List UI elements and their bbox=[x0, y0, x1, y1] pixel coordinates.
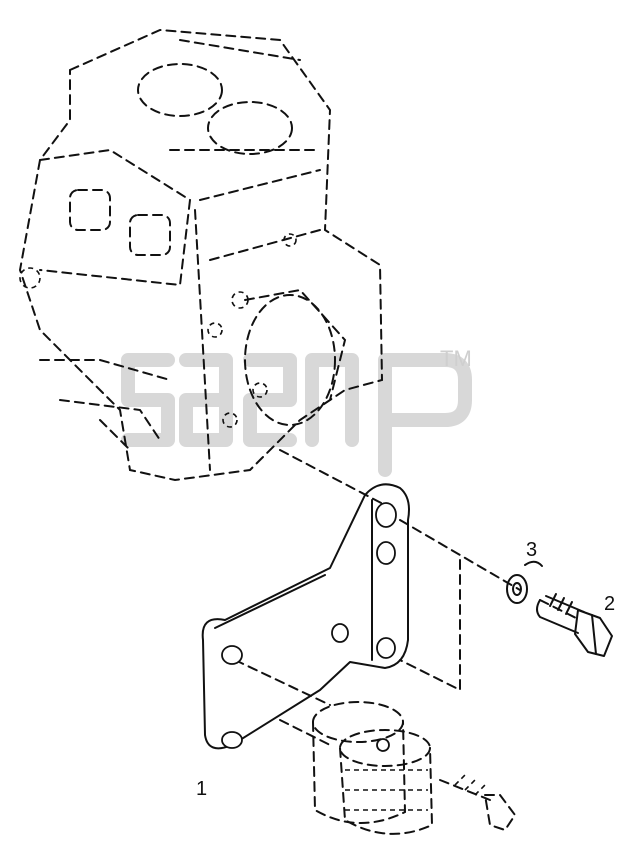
bracket-hole bbox=[375, 502, 397, 528]
mount-bolt bbox=[439, 774, 517, 832]
bracket-hole bbox=[221, 731, 243, 749]
callout-3-underline bbox=[524, 560, 543, 567]
engine-block bbox=[18, 28, 384, 482]
bracket-hole bbox=[376, 637, 396, 659]
bolt-part-2 bbox=[536, 593, 613, 657]
cylinder-bore bbox=[207, 101, 293, 155]
cylinder-bore bbox=[137, 63, 223, 117]
engine-mount bbox=[312, 701, 434, 835]
trademark-symbol: TM bbox=[440, 346, 472, 371]
callout-1: 1 bbox=[196, 778, 207, 800]
bracket-hole bbox=[221, 645, 243, 665]
bracket-hole bbox=[331, 623, 349, 643]
callout-2: 2 bbox=[604, 593, 615, 615]
callout-3: 3 bbox=[526, 539, 537, 561]
flywheel-housing-opening bbox=[244, 294, 336, 426]
bracket-hole bbox=[376, 541, 396, 565]
alignment-lines bbox=[234, 449, 581, 746]
bracket-part-1 bbox=[201, 483, 410, 750]
washer-part-3 bbox=[506, 574, 528, 604]
watermark-logo: TM bbox=[121, 346, 472, 477]
